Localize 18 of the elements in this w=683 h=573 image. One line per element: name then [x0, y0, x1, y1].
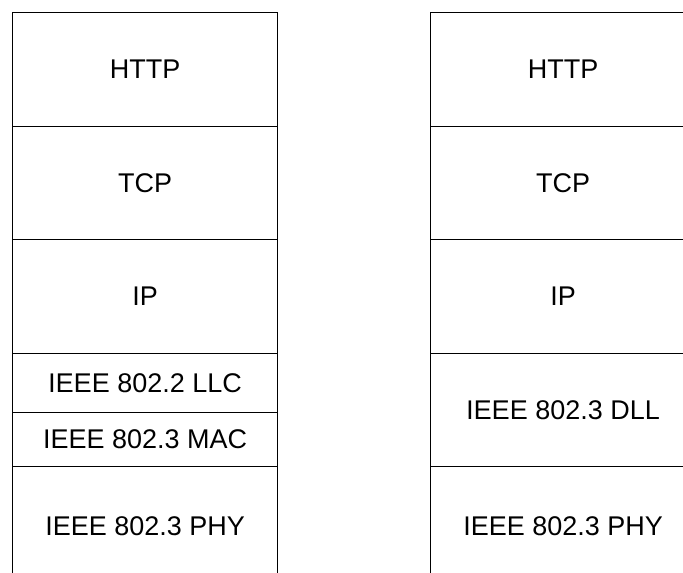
layer-label: IEEE 802.3 DLL [466, 394, 660, 426]
layer-label: IEEE 802.3 MAC [42, 424, 248, 455]
protocol-layer-box [12, 412, 278, 467]
layer-label: TCP [536, 168, 590, 198]
protocol-layer-box [12, 353, 278, 413]
protocol-layer-box [12, 466, 278, 573]
layer-label: HTTP [528, 54, 598, 85]
layer-label: IEEE 802.3 PHY [45, 510, 245, 542]
layer-label: IEEE 802.2 LLC [48, 368, 242, 398]
layer-label: TCP [118, 168, 172, 198]
protocol-layer-box [12, 12, 278, 127]
layer-label: HTTP [110, 54, 180, 85]
layer-label: IP [550, 281, 576, 312]
protocol-layer-box [12, 126, 278, 240]
layer-label: IP [132, 281, 158, 312]
protocol-layer-box [430, 12, 683, 127]
protocol-layer-box [12, 239, 278, 354]
layer-label: IEEE 802.3 PHY [463, 510, 663, 542]
